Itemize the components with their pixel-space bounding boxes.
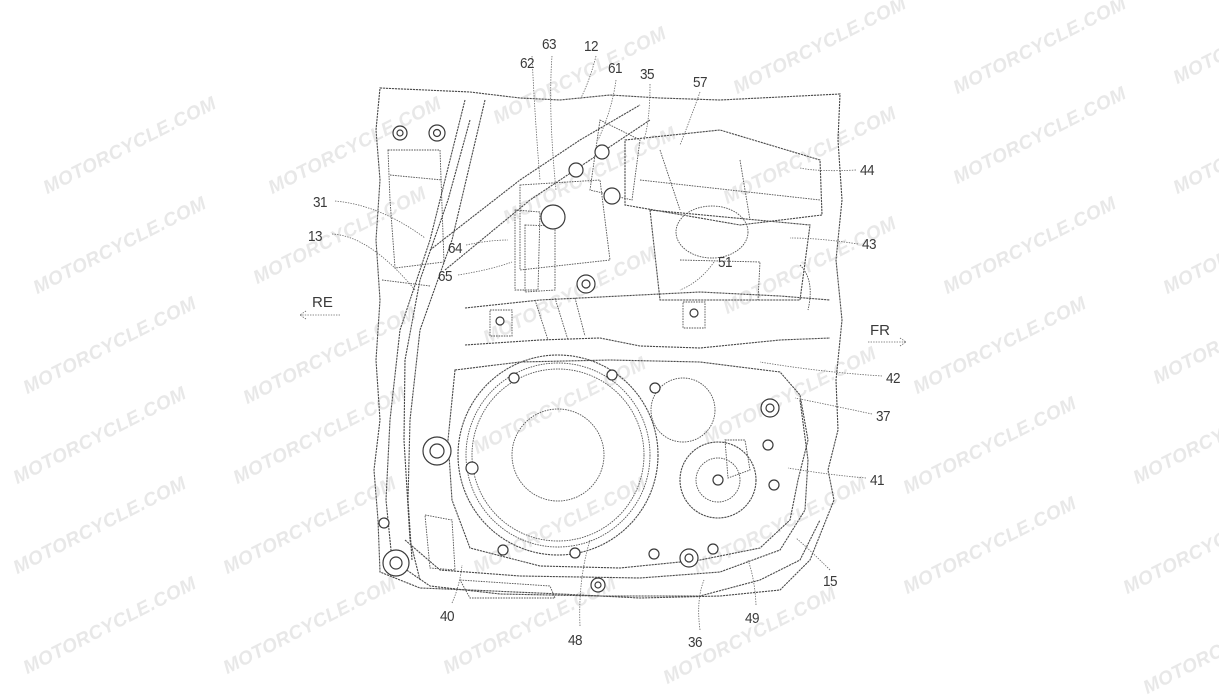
leader-lines — [331, 55, 883, 631]
reference-numeral-63: 63 — [542, 36, 557, 53]
reference-numeral-48: 48 — [568, 632, 583, 649]
throttle-body-61 — [519, 179, 611, 271]
skid-bracket — [459, 579, 556, 599]
exhaust-pipe-lower — [464, 337, 831, 349]
reference-numeral-12: 12 — [584, 38, 599, 55]
reference-numeral-42: 42 — [886, 370, 901, 387]
water-pump-41 — [679, 441, 757, 519]
head-cover-44 — [624, 129, 823, 226]
exhaust-pipe-upper — [464, 291, 831, 309]
lower-cradle-36 — [391, 519, 821, 597]
pipe-clamp — [534, 297, 586, 341]
arrow-rear-icon — [299, 310, 340, 320]
arrow-front-icon — [868, 337, 907, 347]
reference-numeral-37: 37 — [876, 408, 891, 425]
starter-housing — [650, 377, 716, 443]
reference-numeral-31: 31 — [313, 194, 328, 211]
reference-numeral-64: 64 — [448, 240, 463, 257]
reference-numeral-65: 65 — [438, 268, 453, 285]
reference-numeral-61: 61 — [608, 60, 623, 77]
reference-numeral-44: 44 — [860, 162, 875, 179]
cylinder-head-43 — [649, 209, 811, 301]
direction-front-label: FR — [870, 322, 890, 339]
clutch-cover-outer — [457, 354, 659, 556]
bolt-group — [378, 124, 780, 593]
main-frame-upper — [429, 104, 641, 251]
reference-numeral-49: 49 — [745, 610, 760, 627]
clutch-cover-center — [511, 408, 605, 502]
reference-numeral-15: 15 — [823, 573, 838, 590]
frame-pipe-rear — [385, 99, 466, 561]
reference-numeral-40: 40 — [440, 608, 455, 625]
lower-cradle-15 — [404, 399, 809, 579]
reference-numeral-57: 57 — [693, 74, 708, 91]
direction-rear-label: RE — [312, 294, 333, 311]
reference-numeral-36: 36 — [688, 634, 703, 651]
bracket-40 — [424, 514, 456, 571]
reference-numeral-51: 51 — [718, 254, 733, 271]
reference-numeral-62: 62 — [520, 55, 535, 72]
frame-down-tube — [403, 119, 471, 581]
crankcase-42 — [447, 359, 809, 569]
bracket-35 — [589, 119, 641, 201]
reference-numeral-35: 35 — [640, 66, 655, 83]
reference-numeral-41: 41 — [870, 472, 885, 489]
reference-numeral-43: 43 — [862, 236, 877, 253]
reference-numeral-13: 13 — [308, 228, 323, 245]
section-outline — [373, 87, 843, 599]
frame-pipe-rear-inner — [407, 99, 486, 561]
main-frame-lower — [444, 119, 651, 271]
cover-31 — [387, 149, 445, 269]
port-51 — [679, 259, 761, 301]
